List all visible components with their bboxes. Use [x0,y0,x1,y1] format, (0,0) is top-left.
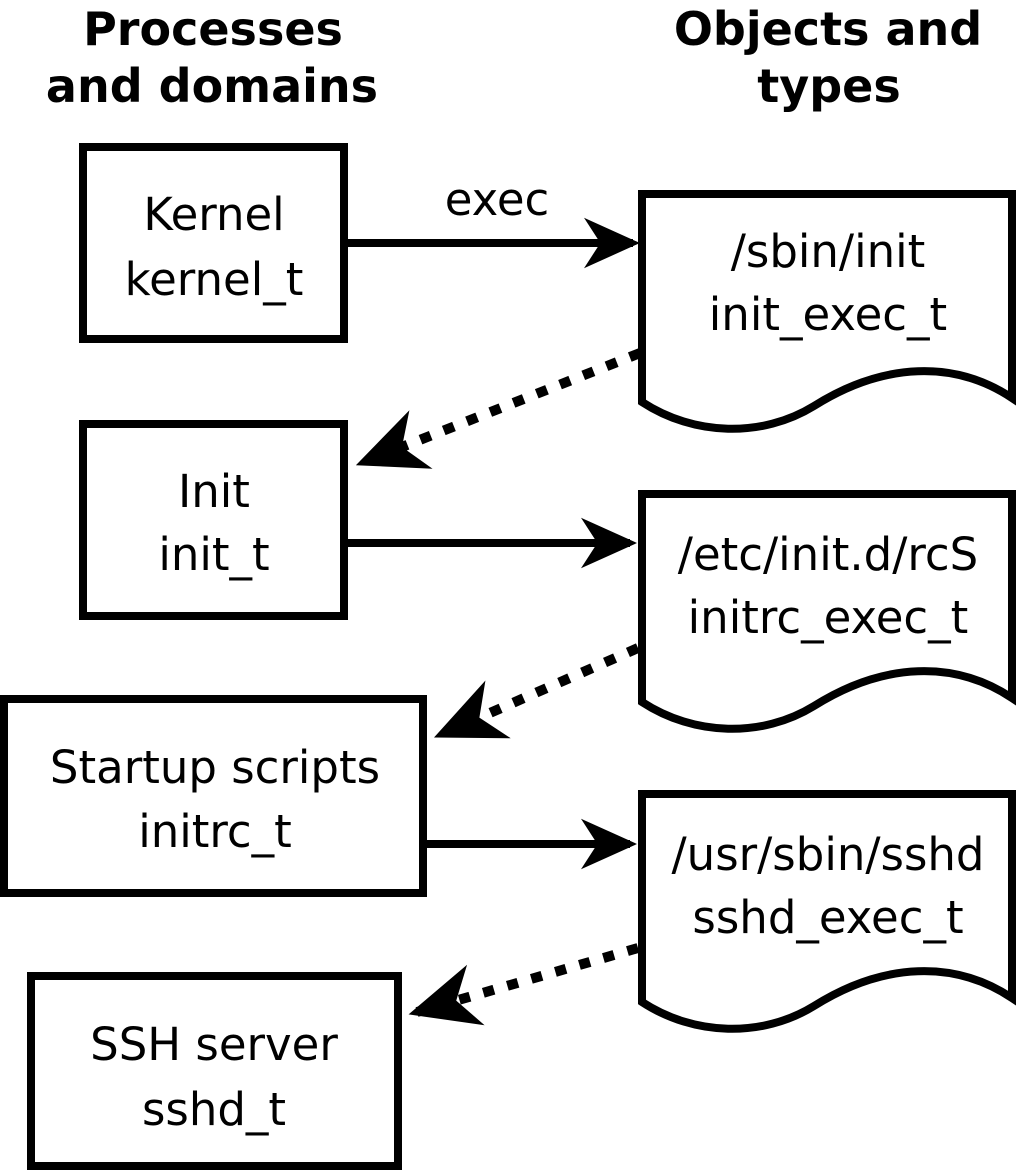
process-node-init: Init init_t [79,420,348,620]
sshd-exec-document [638,790,1016,1033]
kernel-name: Kernel [143,188,284,241]
right-heading-line1: Objects and [674,2,982,56]
sshd-exec-type: sshd_exec_t [692,891,963,944]
dotted-arrow [408,943,640,1026]
init-box [79,420,348,620]
sshd-box [27,972,402,1170]
left-heading-line2: and domains [46,59,378,113]
sshd-name: SSH server [90,1018,338,1071]
left-heading-line1: Processes [83,2,343,56]
initrc-box [0,695,427,897]
edge-init-exec-to-init [355,348,642,469]
edge-sshd-exec-to-sshd [408,943,640,1026]
sshd-domain: sshd_t [142,1083,286,1136]
sshd-exec-path: /usr/sbin/sshd [672,828,985,881]
object-node-init-exec: /sbin/init init_exec_t [638,190,1016,433]
dotted-arrow [433,643,641,739]
init-exec-type: init_exec_t [709,288,947,341]
dotted-arrow [355,348,642,469]
process-node-sshd: SSH server sshd_t [27,972,402,1170]
left-column-heading: Processes and domains [46,2,378,113]
object-node-sshd-exec: /usr/sbin/sshd sshd_exec_t [638,790,1016,1033]
kernel-domain: kernel_t [125,253,304,306]
right-heading-line2: types [757,59,900,113]
kernel-box [79,143,348,343]
init-exec-document [638,190,1016,433]
initrc-exec-document [638,490,1016,733]
process-node-initrc: Startup scripts initrc_t [0,695,427,897]
right-column-heading: Objects and types [674,2,982,113]
edge-initrc-exec-to-initrc [433,643,641,739]
exec-edge-label: exec [445,173,550,226]
initrc-domain: initrc_t [138,805,292,858]
initrc-name: Startup scripts [50,741,380,794]
init-domain: init_t [158,528,269,581]
init-name: Init [178,465,250,518]
object-node-initrc-exec: /etc/init.d/rcS initrc_exec_t [638,490,1016,733]
initrc-exec-path: /etc/init.d/rcS [678,528,978,581]
initrc-exec-type: initrc_exec_t [688,591,969,644]
process-node-kernel: Kernel kernel_t [79,143,348,343]
edge-kernel-to-init-exec: exec [348,173,640,269]
init-exec-path: /sbin/init [731,225,926,278]
